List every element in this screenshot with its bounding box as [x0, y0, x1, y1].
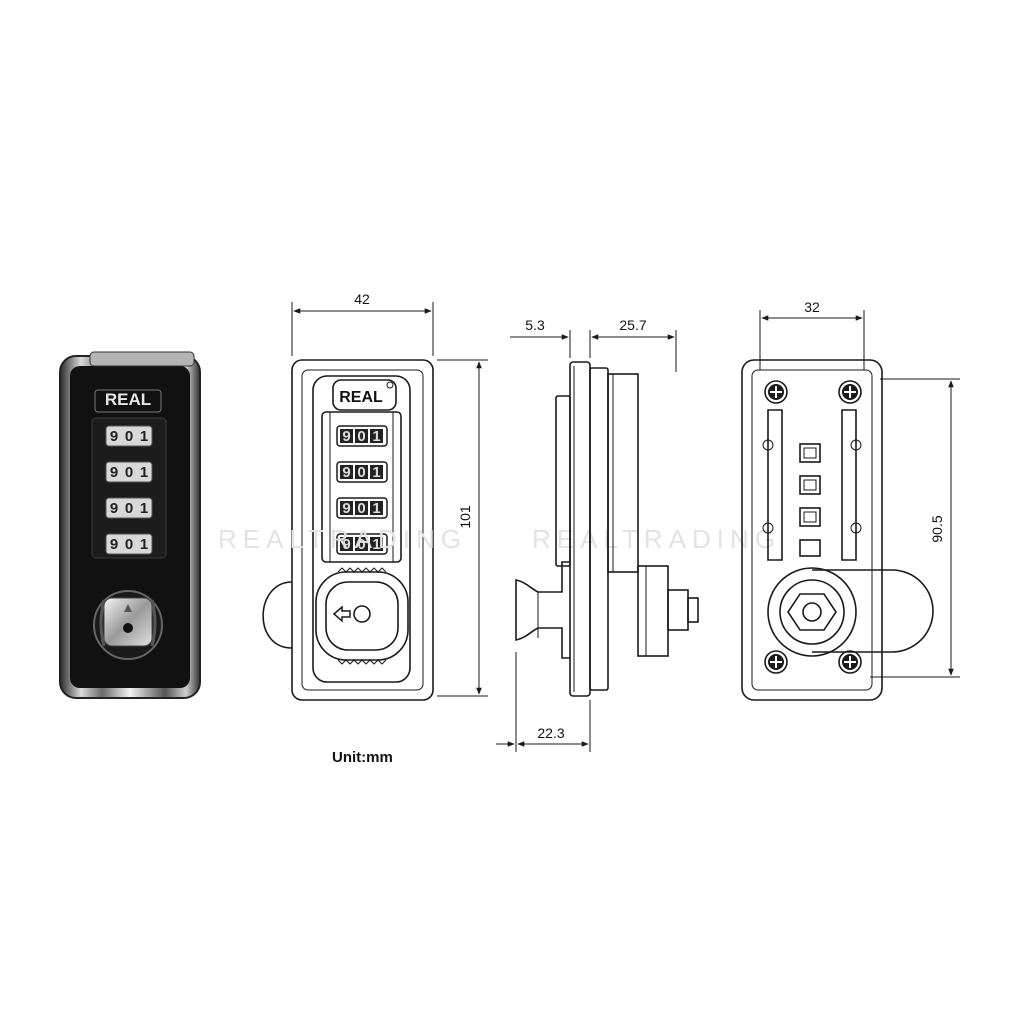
photo-dial-digit: 1	[140, 536, 148, 553]
photo-dial-digit: 0	[125, 500, 133, 517]
side-plate-thickness-label: 5.3	[525, 317, 545, 333]
front-dial-wheel	[355, 537, 368, 551]
front-knob	[315, 567, 409, 665]
photo-dial-digit: 0	[125, 464, 133, 481]
photo-dial-row[interactable]	[105, 461, 153, 483]
photo-dial-row[interactable]	[105, 533, 153, 555]
front-dial-digit: 1	[372, 428, 380, 445]
front-dial-digit: 0	[357, 464, 365, 481]
screw-icon	[764, 650, 788, 674]
side-view: 5.3 25.7 22.3	[496, 317, 699, 752]
screw-icon	[838, 380, 862, 404]
front-dial-wheel	[370, 501, 383, 515]
photo-dial-row[interactable]	[105, 425, 153, 447]
photo-dial-digit: 1	[140, 428, 148, 445]
photo-dial-digit: 9	[110, 536, 118, 553]
front-dial-digit: 0	[357, 500, 365, 517]
front-dial-digit: 9	[342, 536, 350, 553]
front-dial-wheel	[355, 501, 368, 515]
front-dial-wheel	[340, 465, 353, 479]
unit-label: Unit:mm	[332, 749, 393, 766]
screw-icon	[764, 380, 788, 404]
back-slots	[799, 443, 821, 557]
front-dial-wheel	[370, 429, 383, 443]
front-dial-wheel	[340, 501, 353, 515]
front-dial-digit: 1	[372, 464, 380, 481]
front-brand-label: REAL	[339, 389, 383, 406]
watermark-right: REALTRADING	[532, 524, 781, 554]
photo-dial-digit: 0	[125, 428, 133, 445]
front-dial-digit: 9	[342, 464, 350, 481]
front-dial-digit: 0	[357, 428, 365, 445]
photo-dial-digit: 9	[110, 464, 118, 481]
watermark-left: REALTRADING	[218, 524, 467, 554]
front-dial-digit: 0	[357, 536, 365, 553]
front-dial-wheel	[355, 429, 368, 443]
back-holes	[762, 439, 862, 534]
front-dial-wheel	[355, 465, 368, 479]
photo-brand-label: REAL	[105, 390, 151, 409]
front-width-label: 42	[354, 291, 370, 307]
front-dial-wheel	[370, 465, 383, 479]
photo-dial-digit: 9	[110, 500, 118, 517]
photo-dial-digit: 1	[140, 500, 148, 517]
photo-dial-row[interactable]	[105, 497, 153, 519]
front-height-label: 101	[457, 505, 473, 529]
front-dial-wheel	[340, 429, 353, 443]
photo-dial-digit: 1	[140, 464, 148, 481]
side-body-depth-label: 25.7	[619, 317, 646, 333]
front-dial-digit: 1	[372, 536, 380, 553]
photo-dial-digit: 0	[125, 536, 133, 553]
back-view: 32 90.5	[741, 299, 960, 701]
front-dial-wheel	[370, 537, 383, 551]
front-dial-digit: 1	[372, 500, 380, 517]
front-dial-digit: 9	[342, 428, 350, 445]
photo-knob	[93, 590, 163, 660]
back-width-label: 32	[804, 299, 820, 315]
photo-dial-digit: 9	[110, 428, 118, 445]
front-dial-wheel	[340, 537, 353, 551]
side-knob-depth-label: 22.3	[537, 725, 564, 741]
back-screws	[764, 380, 862, 674]
screw-icon	[838, 650, 862, 674]
back-height-label: 90.5	[929, 515, 945, 542]
front-dial-digit: 9	[342, 500, 350, 517]
